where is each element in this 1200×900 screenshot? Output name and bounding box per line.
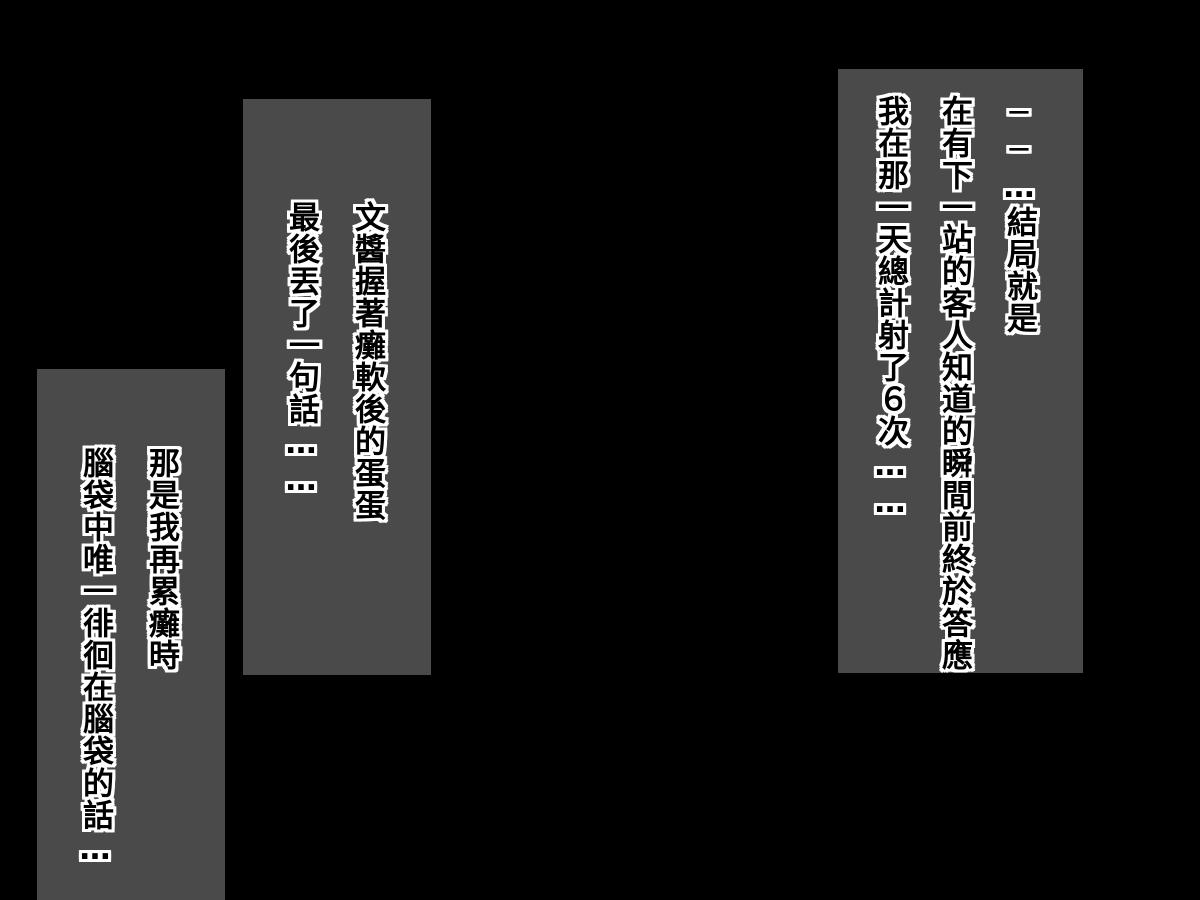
narration-box-left: 那是我再累癱時 腦袋中唯一徘徊在腦袋的話… (37, 369, 225, 900)
narration-line: 最後丟了一句話…… (283, 201, 319, 499)
narration-line: 文醬握著癱軟後的蛋蛋 (349, 201, 385, 521)
narration-box-right: ──…結局就是 在有下一站的客人知道的瞬間前終於答應 我在那一天總計射了６次…… (838, 69, 1083, 673)
narration-line: 那是我再累癱時 (143, 447, 179, 671)
narration-line: 我在那一天總計射了６次…… (872, 95, 908, 521)
narration-box-middle: 文醬握著癱軟後的蛋蛋 最後丟了一句話…… (243, 99, 431, 675)
narration-line: 腦袋中唯一徘徊在腦袋的話… (77, 447, 113, 868)
narration-line: 在有下一站的客人知道的瞬間前終於答應 (936, 95, 972, 671)
narration-line: ──…結局就是 (1001, 95, 1037, 334)
